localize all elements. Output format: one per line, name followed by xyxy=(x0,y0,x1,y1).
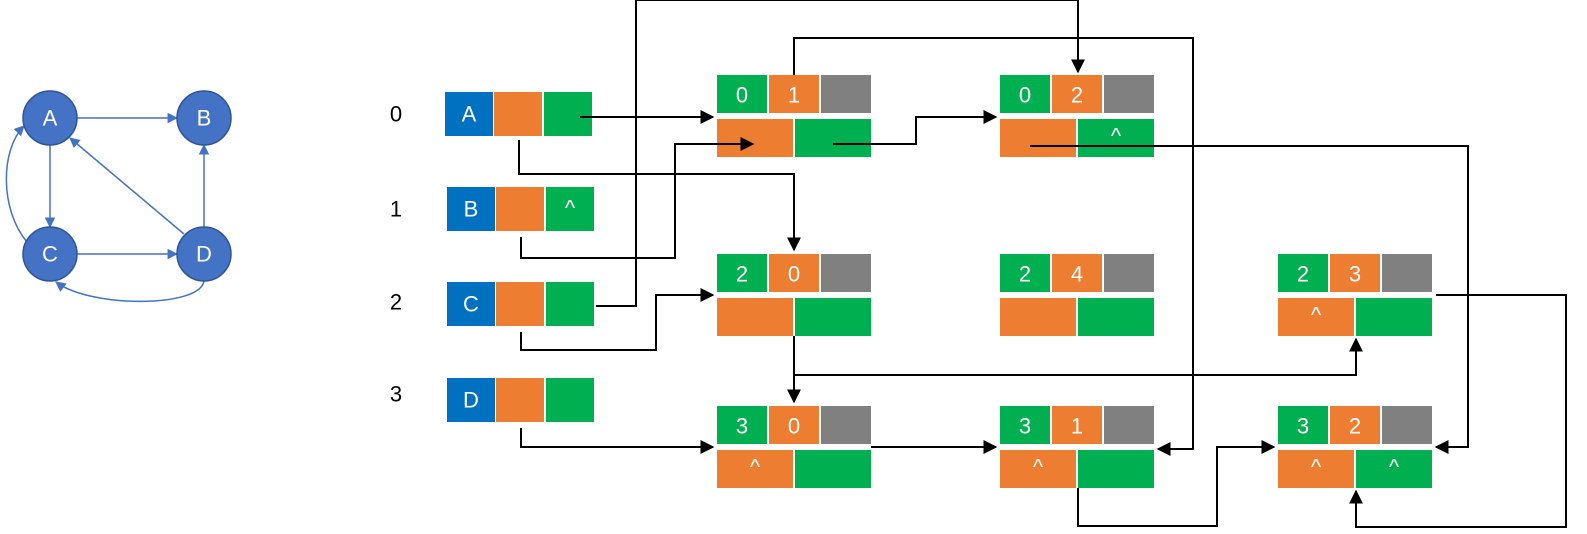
connector-c-out-to-02 xyxy=(596,0,1085,307)
arc-head: 0 xyxy=(788,414,800,439)
arc-hlink: ^ xyxy=(1311,303,1322,328)
arc-tail: 0 xyxy=(736,83,748,108)
directed-graph: A B C D xyxy=(5,90,232,303)
vertex-name: D xyxy=(463,388,479,413)
arc-node-3-0: 3 0 ^ xyxy=(717,406,871,488)
vertex-first-in: ^ xyxy=(565,196,576,221)
connector-01-tlink-to-02 xyxy=(833,110,998,145)
vertex-node-2: C xyxy=(447,282,594,326)
connector-a-in-to-20 xyxy=(518,140,801,252)
arc-node-2-4: 2 4 xyxy=(1000,254,1154,336)
arc-node-3-1: 3 1 ^ xyxy=(1000,406,1154,488)
connectors xyxy=(518,0,1567,528)
vertex-node-0: A xyxy=(445,92,592,136)
connector-20-to-23 xyxy=(794,337,1363,376)
arc-node-0-1: 0 1 xyxy=(717,75,871,157)
row-index: 3 xyxy=(390,382,402,407)
arc-node-2-0: 2 0 xyxy=(717,254,871,336)
connector-31-to-32 xyxy=(1077,440,1276,527)
graph-node-a: A xyxy=(22,90,78,146)
arc-hlink: ^ xyxy=(1311,455,1322,480)
connector-c-in-to-20 xyxy=(520,288,715,351)
arc-head: 4 xyxy=(1071,262,1083,287)
edge-d-a xyxy=(69,137,185,235)
row-index: 1 xyxy=(390,197,402,222)
arc-tail: 2 xyxy=(1297,262,1309,287)
connector-02-hlink-to-32 xyxy=(1030,145,1469,454)
arc-head: 1 xyxy=(788,83,800,108)
edge-d-c xyxy=(55,280,205,303)
vertex-node-3: D xyxy=(447,378,594,422)
graph-node-label: C xyxy=(42,242,58,267)
arc-node-0-2: 0 2 ^ xyxy=(1000,75,1154,157)
arc-node-3-2: 3 2 ^ ^ xyxy=(1278,406,1432,488)
arc-head: 2 xyxy=(1349,414,1361,439)
arc-hlink: ^ xyxy=(750,455,761,480)
vertex-name: A xyxy=(462,102,477,127)
arc-tail: 0 xyxy=(1019,83,1031,108)
arc-head: 3 xyxy=(1349,262,1361,287)
connector-b-in-to-01 xyxy=(520,137,755,259)
arc-hlink: ^ xyxy=(1033,455,1044,480)
graph-node-d: D xyxy=(176,226,232,282)
arc-tlink: ^ xyxy=(1111,124,1122,149)
arc-tlink: ^ xyxy=(1389,455,1400,480)
row-index: 2 xyxy=(390,290,402,315)
vertex-name: C xyxy=(463,292,479,317)
arc-tail: 3 xyxy=(736,414,748,439)
graph-node-label: D xyxy=(196,242,212,267)
arc-tail: 3 xyxy=(1297,414,1309,439)
arc-head: 0 xyxy=(788,262,800,287)
arc-tail: 2 xyxy=(1019,262,1031,287)
graph-node-label: A xyxy=(43,106,58,131)
vertex-name: B xyxy=(464,197,479,222)
connector-d-out-to-30 xyxy=(520,428,715,454)
arc-head: 1 xyxy=(1071,414,1083,439)
arc-tail: 3 xyxy=(1019,414,1031,439)
graph-node-label: B xyxy=(197,106,212,131)
connector-01-hlink-to-31 xyxy=(793,37,1194,456)
arc-head: 2 xyxy=(1071,83,1083,108)
graph-node-c: C xyxy=(22,226,78,282)
row-index: 0 xyxy=(390,102,402,127)
arc-tail: 2 xyxy=(736,262,748,287)
graph-node-b: B xyxy=(176,90,232,146)
edge-c-a xyxy=(5,125,28,243)
arc-node-2-3: 2 3 ^ xyxy=(1278,254,1432,336)
vertex-node-1: B ^ xyxy=(447,187,594,231)
connector-23-to-32 xyxy=(1349,294,1567,528)
